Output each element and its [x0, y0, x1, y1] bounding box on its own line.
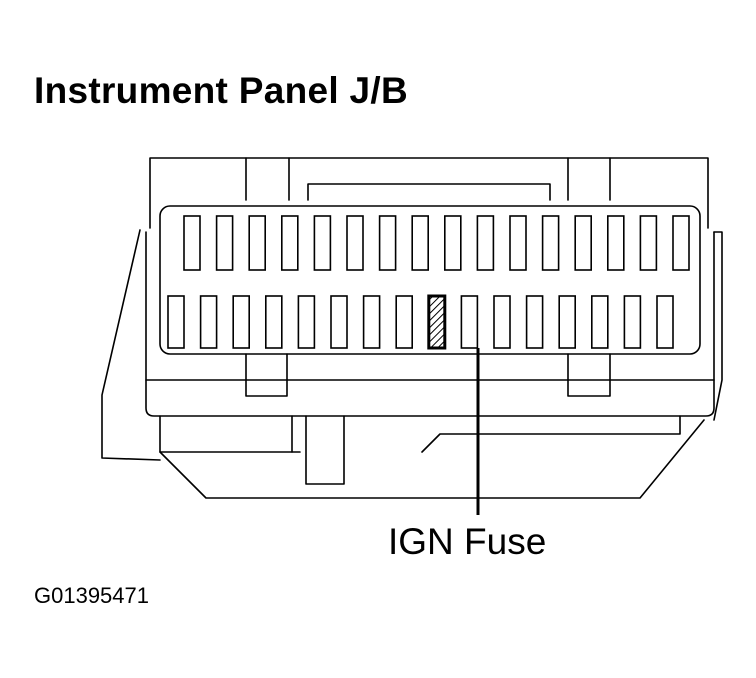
fuse-slot: [509, 215, 527, 271]
fuse-slot: [623, 295, 642, 349]
fuse-slot: [199, 295, 218, 349]
fuse-slot: [232, 295, 250, 349]
fuse-slot: [460, 295, 479, 349]
fuse-slot: [183, 215, 201, 271]
fuse-slot: [330, 295, 348, 349]
fuse-slot: [476, 215, 495, 271]
bottom-fuse-row: [167, 294, 674, 350]
fuse-slot: [606, 215, 625, 271]
fuse-slot: [493, 295, 511, 349]
fuse-slot: [656, 295, 674, 349]
fuse-slot: [297, 295, 316, 349]
fuse-slot: [395, 295, 414, 349]
ign-fuse-label: IGN Fuse: [388, 521, 547, 562]
fuse-slot: [443, 215, 462, 271]
fuse-slot: [558, 295, 577, 349]
fuse-slot: [362, 295, 381, 349]
figure-code: G01395471: [34, 583, 149, 608]
fuse-slot: [574, 215, 593, 271]
fuse-slot: [346, 215, 364, 271]
fuse-slot: [590, 295, 609, 349]
fuse-slot: [541, 215, 560, 271]
fuse-slot: [280, 215, 299, 271]
fuse-slot: [248, 215, 266, 271]
fuse-slot: [167, 295, 185, 349]
fuse-slot: [264, 295, 283, 349]
fuse-slot: [313, 215, 332, 271]
diagram-title: Instrument Panel J/B: [34, 70, 409, 111]
fuse-slot: [411, 215, 430, 271]
fuse-slot: [525, 295, 544, 349]
fuse-slot: [215, 215, 234, 271]
fuse-slot: [378, 215, 397, 271]
ign-fuse-slot: [427, 294, 447, 350]
fuse-slot: [639, 215, 658, 271]
top-fuse-row: [183, 215, 690, 271]
fuse-slot: [672, 215, 690, 271]
junction-block-housing: [101, 157, 723, 499]
